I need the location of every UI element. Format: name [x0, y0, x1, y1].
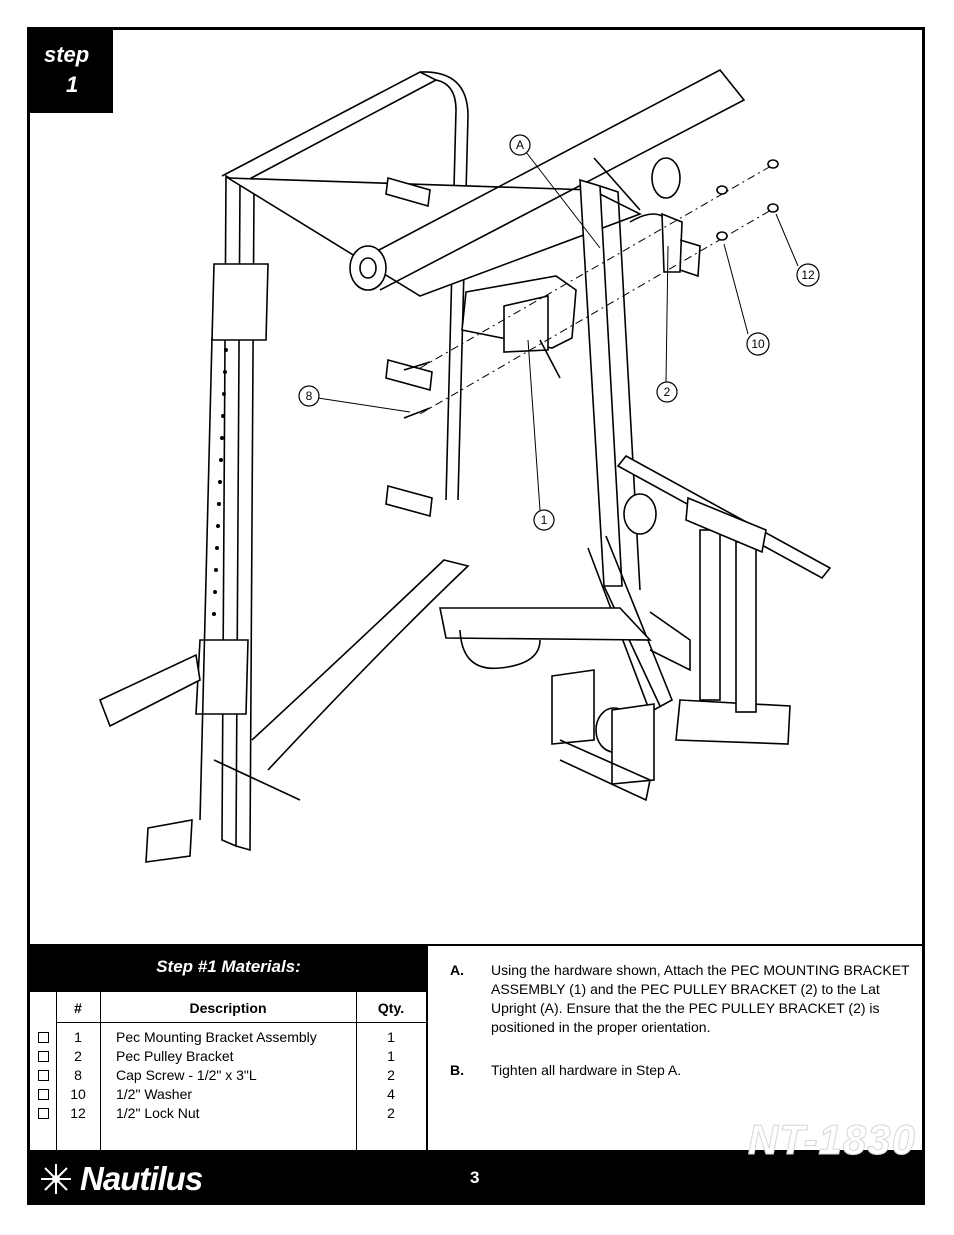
hole-column [212, 348, 228, 616]
part-qty: 2 [387, 1105, 395, 1121]
header-qty: Qty. [377, 1000, 405, 1016]
brand-logo: Nautilus [38, 1158, 203, 1200]
header-description: Description [189, 1000, 267, 1016]
part-description: 1/2" Lock Nut [116, 1105, 200, 1121]
part-description: Pec Pulley Bracket [116, 1048, 234, 1064]
nautilus-shell-icon [41, 1164, 71, 1194]
weight-posts [616, 454, 832, 713]
part-number: 2 [74, 1048, 82, 1064]
pec-pulley-bracket [629, 212, 701, 278]
instruction-text: Using the hardware shown, Attach the PEC… [491, 962, 910, 1035]
explosion-lines [419, 161, 779, 415]
table-header-rule [56, 1022, 426, 1023]
part-qty: 2 [387, 1067, 395, 1083]
checkbox[interactable] [38, 1108, 49, 1119]
assembly-drawing: A 12 10 2 8 1 [98, 68, 832, 863]
part-qty: 1 [387, 1048, 395, 1064]
part-description: Pec Mounting Bracket Assembly [116, 1029, 317, 1045]
instruction-label: B. [450, 1062, 464, 1078]
step-number: 1 [66, 72, 79, 97]
column-divider [426, 946, 428, 1150]
foot-assembly [551, 611, 791, 802]
part-qty: 4 [387, 1086, 395, 1102]
checkbox[interactable] [38, 1032, 49, 1043]
callout-1: 1 [541, 513, 548, 527]
weight-horns [385, 176, 433, 518]
table-row: 12 1/2" Lock Nut 2 [30, 1105, 426, 1124]
part-qty: 1 [387, 1029, 395, 1045]
checkbox[interactable] [38, 1051, 49, 1062]
callout-8: 8 [306, 389, 313, 403]
callout-a: A [516, 138, 524, 152]
pec-mounting-bracket [461, 275, 577, 379]
section-divider [30, 944, 924, 946]
part-number: 8 [74, 1067, 82, 1083]
footer-bar [30, 1150, 924, 1205]
step-word: step [44, 42, 90, 67]
instruction-text: Tighten all hardware in Step A. [491, 1062, 682, 1078]
brand-name: Nautilus [80, 1160, 203, 1197]
table-row: 1 Pec Mounting Bracket Assembly 1 [30, 1029, 426, 1048]
checkbox[interactable] [38, 1089, 49, 1100]
header-num: # [74, 1000, 82, 1016]
table-col-line [56, 992, 57, 1150]
part-description: Cap Screw - 1/2" x 3"L [116, 1067, 257, 1083]
checkbox[interactable] [38, 1070, 49, 1081]
table-row: 2 Pec Pulley Bracket 1 [30, 1048, 426, 1067]
part-number: 1 [74, 1029, 82, 1045]
callout-10: 10 [751, 337, 765, 351]
table-col-line [356, 992, 357, 1150]
part-description: 1/2" Washer [116, 1086, 193, 1102]
leader-lines [317, 151, 799, 511]
callout-2: 2 [664, 385, 671, 399]
materials-title: Step #1 Materials: [30, 946, 427, 992]
instruction-label: A. [450, 962, 464, 978]
table-col-line [100, 992, 101, 1150]
callouts [298, 134, 820, 531]
part-number: 10 [70, 1086, 86, 1102]
model-number: NT-1830 [747, 1116, 916, 1164]
materials-table: # Description Qty. 1 Pec Mounting Bracke… [30, 992, 426, 1150]
step-badge: step 1 [30, 30, 113, 113]
part-number: 12 [70, 1105, 86, 1121]
left-upright [98, 71, 469, 863]
table-row: 8 Cap Screw - 1/2" x 3"L 2 [30, 1067, 426, 1086]
callout-12: 12 [801, 268, 815, 282]
table-row: 10 1/2" Washer 4 [30, 1086, 426, 1105]
page-number: 3 [470, 1168, 480, 1187]
pulleys [349, 157, 681, 753]
lower-frame [213, 559, 652, 801]
hardware-parts [403, 159, 779, 419]
